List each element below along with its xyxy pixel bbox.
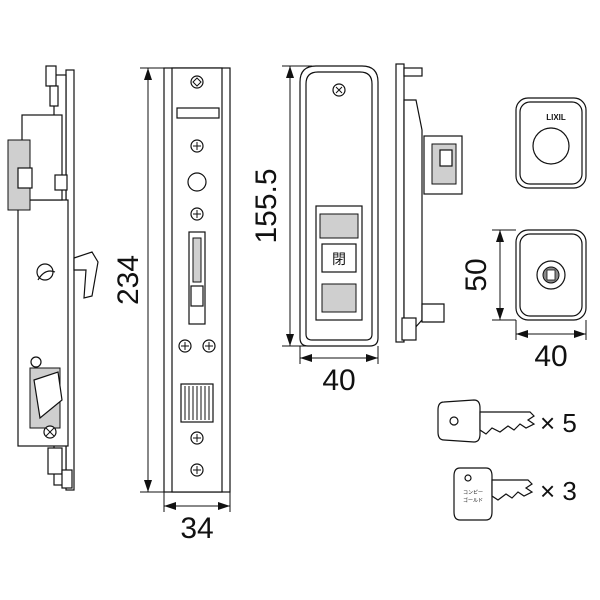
dim-234: 234: [112, 67, 166, 493]
lock-height-label: 234: [112, 255, 145, 305]
lock-front-view: [163, 67, 231, 493]
cylinder-outside: LIXIL: [515, 97, 587, 189]
standard-key-count: × 5: [540, 408, 577, 438]
dim-50: 50: [460, 229, 516, 321]
construction-key-count: × 3: [540, 476, 577, 506]
handle-close-label: 閉: [332, 252, 346, 268]
cylinder-key-side: [515, 229, 587, 321]
cylinder-width-label: 40: [534, 340, 567, 373]
dim-34: 34: [163, 492, 231, 545]
lock-side-view: [7, 65, 99, 491]
dim-155-5: 155.5: [250, 65, 312, 347]
key-standard-icon: [437, 399, 536, 443]
dim-40-handle: 40: [299, 346, 379, 397]
cylinder-height-label: 50: [460, 258, 493, 291]
handle-height-label: 155.5: [250, 168, 283, 243]
key-card-text-2: ゴールド: [463, 497, 483, 504]
dim-40-cylinder: 40: [515, 320, 587, 373]
brand-label: LIXIL: [546, 113, 566, 122]
handle-width-label: 40: [322, 364, 355, 397]
handle-front-view: 閉: [299, 65, 379, 347]
lock-width-label: 34: [180, 512, 213, 545]
handle-side-view: [395, 63, 463, 343]
key-construction-icon: コンピー ゴールド: [453, 467, 534, 521]
key-card-text-1: コンピー: [463, 490, 483, 496]
